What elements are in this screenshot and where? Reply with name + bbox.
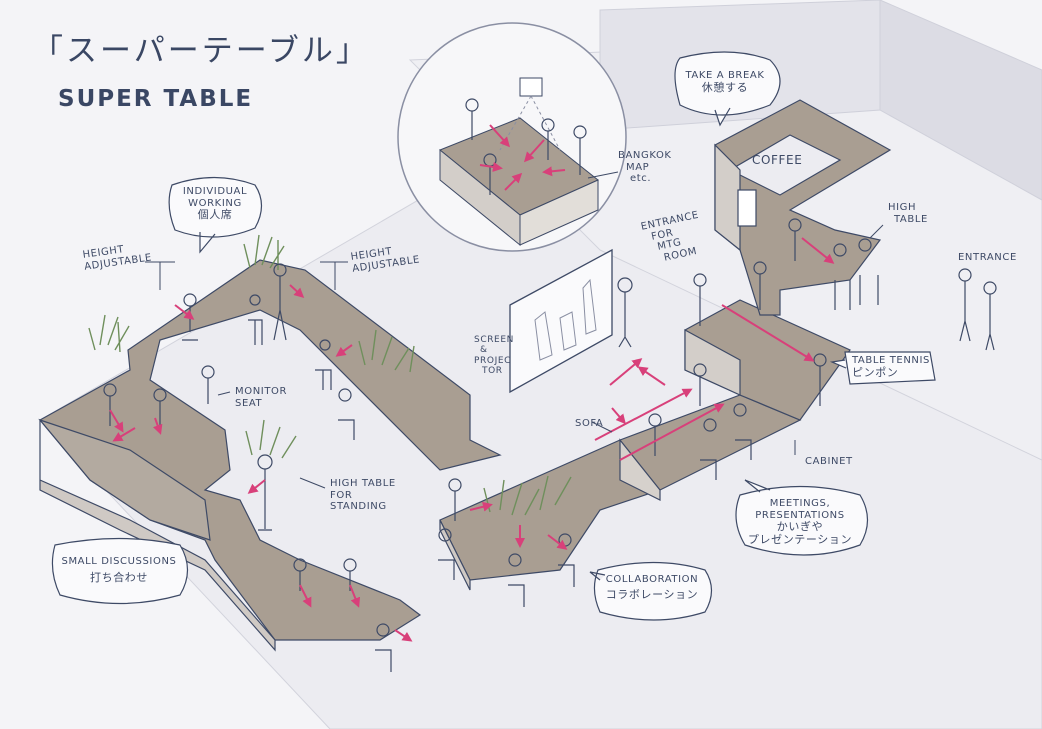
label-monitor-seat: MONITOR SEAT bbox=[235, 386, 287, 409]
bubble-collaboration: COLLABORATION コラボレーション bbox=[604, 574, 700, 601]
people-and-chairs bbox=[103, 218, 997, 672]
bubble-collab-jp: コラボレーション bbox=[605, 587, 699, 601]
label-high-table: HIGH TABLE bbox=[888, 202, 928, 225]
label-monitor-seat-l1: MONITOR bbox=[235, 386, 288, 397]
label-bangkok-map-l3: etc. bbox=[630, 173, 652, 184]
label-screen-projector-l4: TOR bbox=[482, 366, 503, 377]
bubble-table-tennis-en: TABLE TENNIS bbox=[852, 355, 930, 366]
movement-arrows bbox=[109, 237, 835, 642]
label-high-table-l2: TABLE bbox=[894, 213, 928, 225]
label-high-table-standing-l3: STANDING bbox=[330, 501, 387, 512]
label-screen-projector-l3: PROJEC bbox=[474, 355, 511, 366]
bubble-individual-en1: INDIVIDUAL bbox=[182, 186, 248, 197]
page-title-jp: 「スーパーテーブル」 bbox=[32, 33, 370, 69]
plants bbox=[88, 234, 572, 516]
bubble-small-discussions: SMALL DISCUSSIONS 打ち合わせ bbox=[60, 556, 178, 584]
label-monitor-seat-l2: SEAT bbox=[235, 397, 263, 409]
label-bangkok-map: BANGKOK MAP etc. bbox=[618, 150, 672, 185]
label-sofa: SOFA bbox=[575, 418, 604, 429]
label-screen-projector: SCREEN & PROJEC TOR bbox=[474, 335, 514, 376]
label-cabinet: CABINET bbox=[805, 456, 853, 467]
label-high-table-standing: HIGH TABLE FOR STANDING bbox=[330, 478, 396, 513]
label-coffee: COFFEE bbox=[752, 153, 803, 167]
bubble-meetings: MEETINGS, PRESENTATIONS かいぎや プレゼンテーション bbox=[744, 498, 856, 546]
speech-bubbles bbox=[51, 51, 936, 621]
label-high-table-standing-l2: FOR bbox=[330, 489, 353, 501]
bubble-table-tennis: TABLE TENNIS ピンポン bbox=[852, 355, 930, 379]
bubble-collab-en: COLLABORATION bbox=[605, 574, 699, 585]
bubble-meetings-en1: MEETINGS, bbox=[769, 498, 831, 509]
bubble-take-break-en: TAKE A BREAK bbox=[685, 70, 765, 81]
page-title-en: SUPER TABLE bbox=[58, 86, 254, 112]
bubble-meetings-en2: PRESENTATIONS bbox=[755, 509, 845, 521]
bubble-take-break: TAKE A BREAK 休憩する bbox=[682, 70, 768, 94]
bubble-individual-working: INDIVIDUAL WORKING 個人席 bbox=[178, 186, 252, 222]
label-screen-projector-l1: SCREEN bbox=[474, 335, 514, 345]
label-high-table-standing-l1: HIGH TABLE bbox=[330, 478, 396, 489]
bubble-small-disc-en: SMALL DISCUSSIONS bbox=[61, 556, 177, 567]
label-bangkok-map-l1: BANGKOK bbox=[618, 150, 672, 161]
bubble-small-disc-jp: 打ち合わせ bbox=[90, 570, 148, 584]
label-entrance: ENTRANCE bbox=[958, 252, 1017, 263]
label-bangkok-map-l2: MAP bbox=[626, 161, 650, 173]
bubble-meetings-jp1: かいぎや bbox=[776, 520, 824, 533]
bubble-individual-jp: 個人席 bbox=[197, 208, 233, 221]
meeting-room-vignette bbox=[397, 22, 627, 252]
label-screen-projector-l2: & bbox=[480, 345, 488, 356]
callout-lines bbox=[145, 171, 884, 489]
label-high-table-l1: HIGH bbox=[888, 202, 917, 213]
projector-screen bbox=[509, 248, 613, 394]
bubble-individual-en2: WORKING bbox=[188, 197, 242, 209]
bubble-take-break-jp: 休憩する bbox=[701, 80, 749, 94]
bubble-meetings-jp2: プレゼンテーション bbox=[747, 532, 853, 546]
bubble-table-tennis-jp: ピンポン bbox=[852, 365, 899, 379]
